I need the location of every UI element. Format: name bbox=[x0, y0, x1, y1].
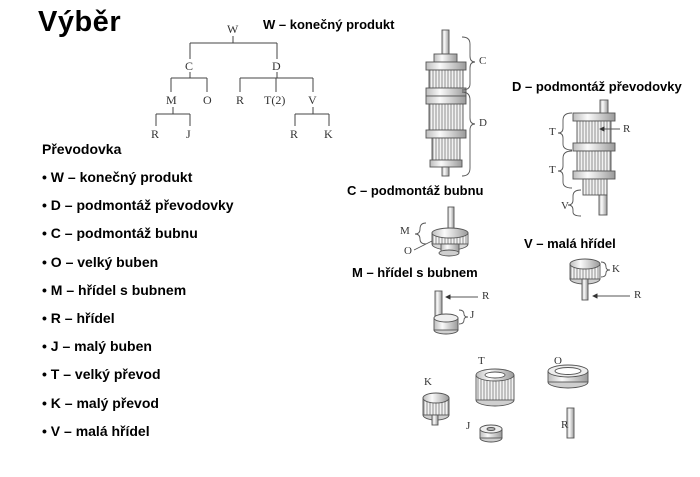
label-w-d: D bbox=[479, 117, 487, 129]
d-subassembly-title: D – podmontáž převodovky bbox=[512, 79, 682, 94]
legend-item: • W – konečný produkt bbox=[42, 169, 193, 185]
label-d-r: R bbox=[623, 123, 631, 135]
v-subassembly-title: V – malá hřídel bbox=[524, 236, 616, 251]
label-c-o: O bbox=[404, 245, 412, 257]
tree-node-v: V bbox=[308, 93, 317, 107]
legend-item: • C – podmontáž bubnu bbox=[42, 225, 198, 242]
legend-item: • K – malý převod bbox=[42, 394, 159, 411]
tree-node-j: J bbox=[186, 127, 191, 141]
tree-node-d: D bbox=[272, 59, 281, 73]
parts-drawing bbox=[422, 364, 589, 443]
legend-item: • V – malá hřídel bbox=[42, 422, 150, 439]
small-shaft-drawing bbox=[569, 258, 601, 301]
m-subassembly-title: M – hřídel s bubnem bbox=[352, 265, 478, 280]
legend-list: • W – konečný produkt • D – podmontáž př… bbox=[42, 169, 234, 451]
tree-node-c: C bbox=[185, 59, 194, 73]
label-part-t: T bbox=[478, 355, 485, 367]
label-w-c: C bbox=[479, 55, 487, 67]
legend-item: • R – hřídel bbox=[42, 309, 115, 326]
legend-item: • T – velký převod bbox=[42, 366, 161, 383]
drum-subassembly-drawing bbox=[431, 206, 469, 257]
tree-node-o: O bbox=[203, 93, 212, 107]
gearbox-subassembly-drawing bbox=[572, 99, 616, 216]
final-product-drawing bbox=[425, 29, 467, 177]
label-m-r: R bbox=[482, 290, 490, 302]
label-part-r: R bbox=[561, 419, 569, 431]
header-label: W – konečný produkt bbox=[263, 17, 395, 32]
label-d-t2: T bbox=[549, 164, 556, 176]
legend-heading: Převodovka bbox=[42, 141, 122, 157]
legend-item: • O – velký buben bbox=[42, 253, 159, 270]
tree-node-m: M bbox=[166, 93, 177, 107]
tree-node-m-r: R bbox=[151, 127, 160, 141]
legend-item: • J – malý buben bbox=[42, 338, 152, 355]
label-d-v: V bbox=[561, 200, 569, 212]
tree-node-t2: T(2) bbox=[264, 93, 286, 107]
tree-node-v-r: R bbox=[290, 127, 299, 141]
page-title: Výběr bbox=[38, 6, 122, 38]
tree-node-k: K bbox=[324, 127, 333, 141]
c-subassembly-title: C – podmontáž bubnu bbox=[347, 183, 484, 198]
tree-node-r: R bbox=[236, 93, 245, 107]
label-part-j: J bbox=[466, 420, 471, 432]
label-m-j: J bbox=[470, 309, 475, 321]
label-c-m: M bbox=[400, 225, 410, 237]
label-part-k: K bbox=[424, 376, 432, 388]
tree-node-w: W bbox=[227, 22, 239, 36]
legend-item: • D – podmontáž převodovky bbox=[42, 197, 234, 214]
label-v-k: K bbox=[612, 263, 620, 275]
label-d-t1: T bbox=[549, 126, 556, 138]
label-part-o: O bbox=[554, 355, 562, 367]
shaft-with-drum-drawing bbox=[433, 290, 459, 335]
label-v-r: R bbox=[634, 289, 642, 301]
legend-item: • M – hřídel s bubnem bbox=[42, 281, 187, 298]
